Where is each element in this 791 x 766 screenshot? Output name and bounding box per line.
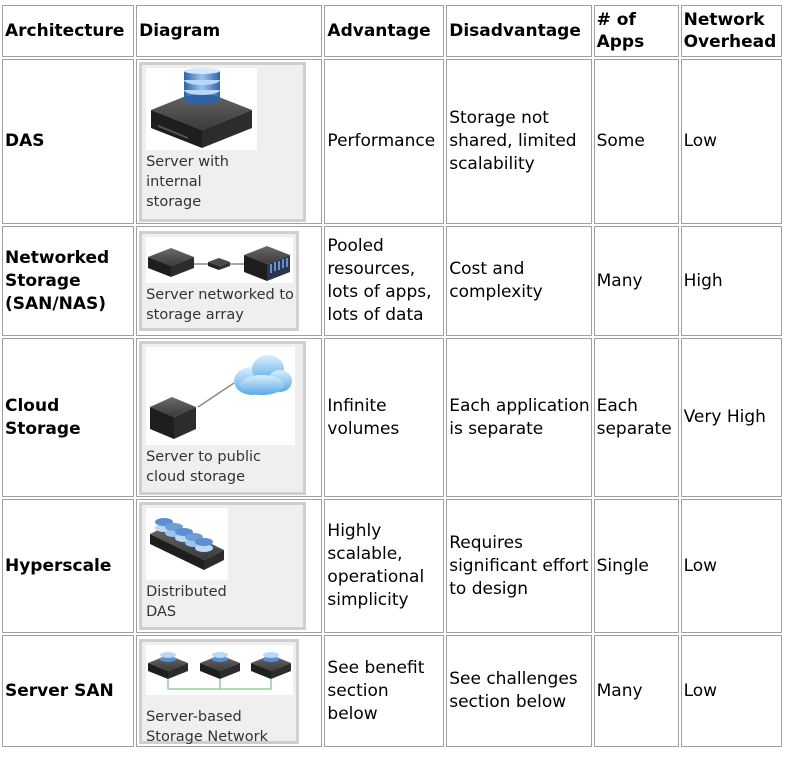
diagram-figure: Server networked to storage array <box>139 231 300 331</box>
diagram-figure: Server to public cloud storage <box>139 340 307 495</box>
architecture-cell: Networked Storage (SAN/NAS) <box>2 226 135 336</box>
network-overhead-cell: Low <box>680 59 782 224</box>
diagram-cell: Server with internal storage <box>136 59 323 224</box>
table-row: Cloud Storage <box>2 338 782 497</box>
server-based-storage-network-icon <box>146 644 294 695</box>
architecture-cell: Hyperscale <box>2 499 135 633</box>
diagram-cell: Server networked to storage array <box>136 226 323 336</box>
diagram-cell: Server to public cloud storage <box>136 338 323 497</box>
diagram-cell: Server-based Storage Network <box>136 635 323 747</box>
distributed-das-icon <box>146 508 229 580</box>
diagram-caption: Distributed DAS <box>146 584 227 620</box>
cloud-icon <box>234 354 293 395</box>
network-overhead-cell: Low <box>680 635 782 747</box>
diagram-caption: Server-based Storage Network <box>146 708 268 745</box>
table-row: Networked Storage (SAN/NAS) <box>2 226 782 336</box>
disadvantage-cell: Requires significant effort to design <box>446 499 592 633</box>
header-diagram: Diagram <box>136 5 323 57</box>
apps-cell: Single <box>593 499 679 633</box>
diagram-figure: Distributed DAS <box>139 502 307 630</box>
advantage-cell: Infinite volumes <box>324 338 445 497</box>
apps-cell: Each separate <box>593 338 679 497</box>
table-row: Server SAN <box>2 635 782 747</box>
server-to-cloud-icon <box>146 346 296 445</box>
table-row: Hyperscale <box>2 499 782 633</box>
diagram-figure: Server-based Storage Network <box>139 638 300 745</box>
disadvantage-cell: Storage not shared, limited scalability <box>446 59 592 224</box>
network-overhead-cell: Low <box>680 499 782 633</box>
header-advantage: Advantage <box>324 5 445 57</box>
diagram-caption: Server networked to storage array <box>146 287 294 323</box>
diagram-figure: Server with internal storage <box>139 61 307 222</box>
advantage-cell: See benefit section below <box>324 635 445 747</box>
disadvantage-cell: Each application is separate <box>446 338 592 497</box>
diagram-caption: Server with internal storage <box>146 153 229 210</box>
header-network-overhead: Network Overhead <box>680 5 782 57</box>
architecture-table: Architecture Diagram Advantage Disadvant… <box>0 3 784 749</box>
header-architecture: Architecture <box>2 5 135 57</box>
apps-cell: Some <box>593 59 679 224</box>
header-row: Architecture Diagram Advantage Disadvant… <box>2 5 782 57</box>
server-with-internal-storage-icon <box>146 67 258 150</box>
server-networked-to-storage-array-icon <box>146 237 294 283</box>
network-overhead-cell: High <box>680 226 782 336</box>
advantage-cell: Highly scalable, operational simplicity <box>324 499 445 633</box>
diagram-caption: Server to public cloud storage <box>146 448 262 485</box>
network-overhead-cell: Very High <box>680 338 782 497</box>
apps-cell: Many <box>593 635 679 747</box>
architecture-cell: Server SAN <box>2 635 135 747</box>
architecture-cell: DAS <box>2 59 135 224</box>
disadvantage-cell: Cost and complexity <box>446 226 592 336</box>
header-disadvantage: Disadvantage <box>446 5 592 57</box>
header-apps: # of Apps <box>593 5 679 57</box>
architecture-cell: Cloud Storage <box>2 338 135 497</box>
advantage-cell: Pooled resources, lots of apps, lots of … <box>324 226 445 336</box>
advantage-cell: Performance <box>324 59 445 224</box>
apps-cell: Many <box>593 226 679 336</box>
table-row: DAS <box>2 59 782 224</box>
diagram-cell: Distributed DAS <box>136 499 323 633</box>
disadvantage-cell: See challenges section below <box>446 635 592 747</box>
